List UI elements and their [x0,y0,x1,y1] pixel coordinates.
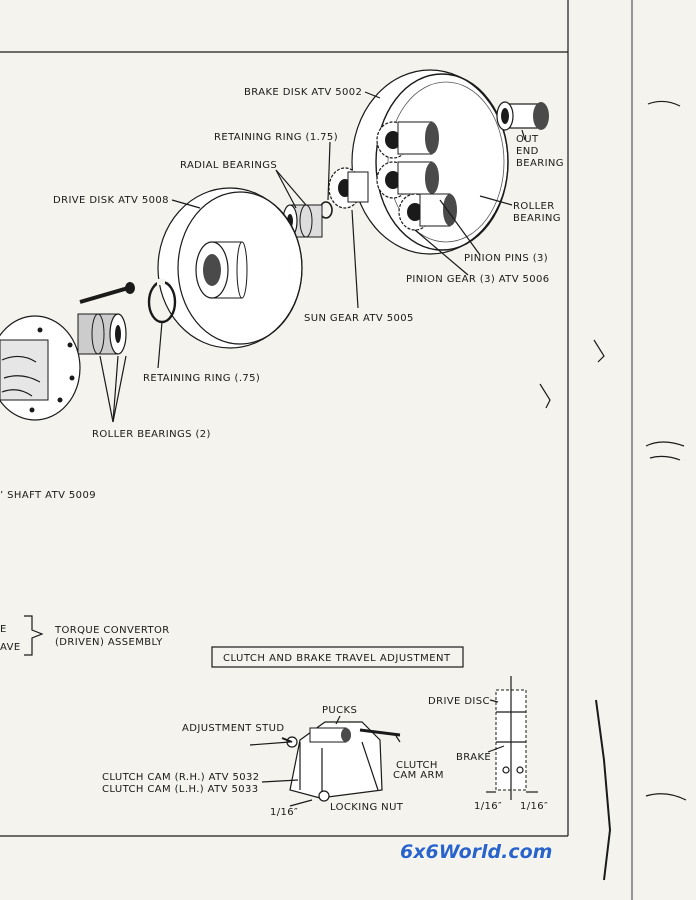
label-retaining-ring-75: RETAINING RING (.75) [143,373,260,384]
label-radial-bearings: RADIAL BEARINGS [180,160,277,171]
label-out-end-bearing-2: END [516,146,539,157]
label-pinion-pins: PINION PINS (3) [464,253,548,264]
label-torque-left-1: E [0,624,7,635]
label-pinion-gear: PINION GEAR (3) ATV 5006 [406,274,550,285]
label-out-end-bearing-1: OUT [516,134,539,145]
page-frame [0,0,633,900]
clutch-brake-title-box [211,646,464,668]
drive-disk-part [157,187,303,349]
label-brake: BRAKE [456,752,491,763]
label-drive-disk: DRIVE DISK ATV 5008 [53,195,169,206]
label-adjustment-stud: ADJUSTMENT STUD [182,723,284,734]
sun-gear-part [328,167,369,209]
label-locking-nut: LOCKING NUT [330,802,404,813]
label-dim-b: 1/16″ [520,801,548,812]
pinion-gear-cluster [376,121,457,231]
bolt-part [79,282,135,304]
label-pucks: PUCKS [322,705,357,716]
margin-marks [539,100,687,881]
label-shaft: ’ SHAFT ATV 5009 [0,490,96,501]
label-torque-convertor-2: (DRIVEN) ASSEMBLY [55,637,163,648]
torque-bracket [24,615,44,656]
label-brake-disk: BRAKE DISK ATV 5002 [244,87,362,98]
label-dim-a: 1/16″ [474,801,502,812]
shaft-part [0,315,81,421]
label-roller-bearing-2: BEARING [513,213,561,224]
label-clutch-brake-title: CLUTCH AND BRAKE TRAVEL ADJUSTMENT [223,653,451,664]
label-clutch-cam-arm-1: CLUTCH [396,760,438,771]
label-drive-disc: DRIVE DISC [428,696,490,707]
leader-lines [99,91,526,423]
roller-bearings-part [77,313,127,355]
label-clutch-cam-rh: CLUTCH CAM (R.H.) ATV 5032 [102,772,260,783]
label-torque-convertor-1: TORQUE CONVERTOR [54,625,170,636]
drive-disc-detail [486,676,538,800]
label-roller-bearings: ROLLER BEARINGS (2) [92,429,211,440]
watermark-logo: 6x6World.com [400,841,552,863]
label-roller-bearing-1: ROLLER [513,201,555,212]
label-dim-left: 1/16″ [270,807,298,818]
label-clutch-cam-lh: CLUTCH CAM (L.H.) ATV 5033 [102,784,259,795]
label-torque-left-2: AVE [0,642,21,653]
label-clutch-cam-arm-2: CAM ARM [393,770,444,781]
label-out-end-bearing-3: BEARING [516,158,564,169]
label-sun-gear: SUN GEAR ATV 5005 [304,313,414,324]
label-retaining-ring-175: RETAINING RING (1.75) [214,132,338,143]
out-end-bearing-part [496,101,549,131]
clutch-cam-assembly [249,715,401,807]
